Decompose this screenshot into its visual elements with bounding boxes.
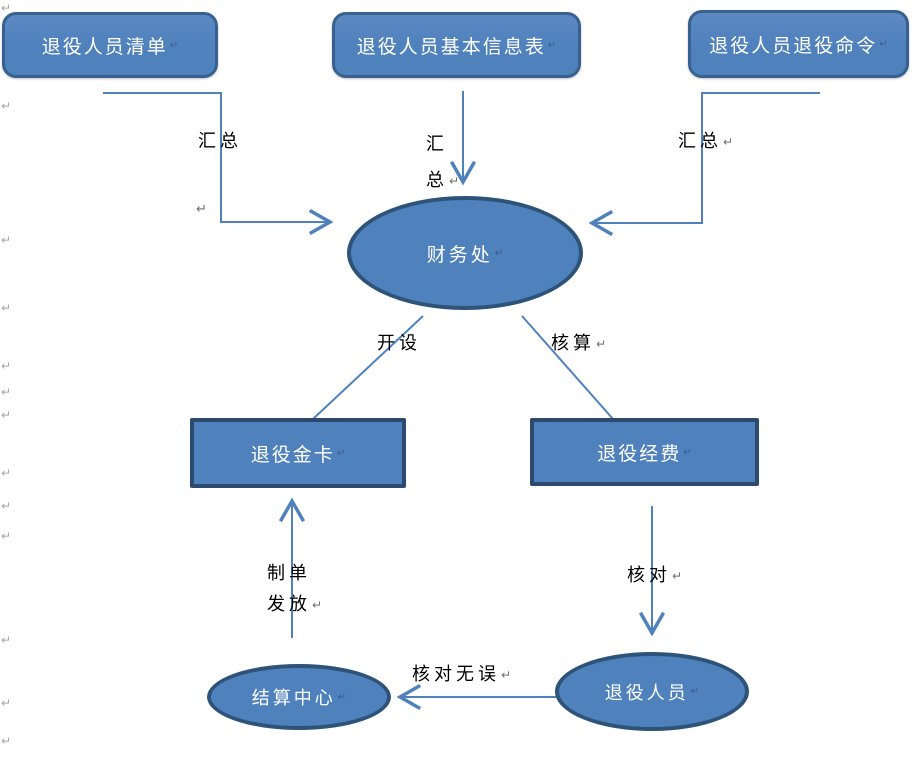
- edge-label-account: 核算↵: [551, 329, 606, 355]
- paragraph-mark: ↵: [312, 598, 323, 612]
- edge-label-text: 汇总: [678, 131, 722, 152]
- paragraph-mark: ↵: [449, 174, 460, 188]
- paragraph-mark: ↵: [1, 301, 12, 315]
- node-retired-order[interactable]: 退役人员退役命令↵: [688, 10, 909, 78]
- paragraph-mark: ↵: [1, 633, 12, 647]
- paragraph-mark: ↵: [1, 734, 12, 748]
- node-retired-info-label: 退役人员基本信息表: [356, 35, 546, 58]
- edge-label-summarize-left: 汇总: [198, 127, 242, 153]
- paragraph-mark: ↵: [879, 38, 888, 50]
- node-finance-dept[interactable]: 财务处↵: [347, 196, 583, 310]
- edge-label-summarize-center: 汇 总↵: [426, 127, 459, 199]
- edge-label-text: 汇总: [198, 131, 242, 152]
- node-retired-personnel[interactable]: 退役人员↵: [555, 652, 749, 731]
- paragraph-mark: ↵: [723, 135, 734, 149]
- edge-label-line2: 发放↵: [267, 589, 322, 621]
- paragraph-mark: ↵: [1, 359, 12, 373]
- node-retired-list[interactable]: 退役人员清单↵: [2, 12, 218, 78]
- paragraph-mark: ↵: [1, 499, 12, 513]
- edge-label-text: 核算: [551, 333, 595, 354]
- paragraph-mark: ↵: [547, 39, 557, 51]
- edge-label-voucher-issue: 制单 发放↵: [267, 558, 322, 621]
- paragraph-mark: ↵: [690, 686, 700, 697]
- paragraph-mark: ↵: [336, 447, 346, 459]
- node-settlement-center[interactable]: 结算中心↵: [207, 664, 391, 730]
- paragraph-mark: ↵: [1, 408, 12, 422]
- paragraph-mark: ↵: [1, 696, 12, 710]
- node-funds[interactable]: 退役经费↵: [530, 418, 759, 486]
- node-gold-card-label: 退役金卡: [250, 443, 335, 466]
- paragraph-mark: ↵: [1, 1, 12, 15]
- paragraph-mark: ↵: [337, 691, 347, 703]
- paragraph-mark: ↵: [501, 668, 512, 682]
- edge-label-text: 汇: [426, 134, 448, 155]
- connector-list-to-finance[interactable]: [103, 92, 330, 222]
- edge-label-text: 核对: [627, 565, 671, 586]
- paragraph-mark: ↵: [1, 233, 12, 247]
- paragraph-mark: ↵: [1, 99, 12, 113]
- paragraph-mark: ↵: [596, 337, 607, 351]
- node-retired-list-label: 退役人员清单: [41, 35, 168, 58]
- paragraph-mark: ↵: [1, 385, 12, 399]
- node-funds-label: 退役经费: [597, 442, 682, 465]
- node-finance-dept-label: 财务处: [426, 243, 493, 266]
- connector-order-to-finance[interactable]: [592, 92, 820, 223]
- paragraph-mark: ↵: [683, 446, 692, 458]
- paragraph-mark: ↵: [169, 39, 179, 51]
- edge-label-text: 发放: [267, 594, 311, 615]
- node-settlement-center-label: 结算中心: [251, 688, 336, 709]
- edge-label-line2: 总↵: [426, 163, 459, 199]
- node-retired-personnel-label: 退役人员: [604, 682, 689, 704]
- connector-finance-to-funds[interactable]: [521, 315, 614, 420]
- edge-label-text: 开设: [377, 333, 421, 354]
- edge-label-open-card: 开设: [377, 329, 421, 355]
- edge-label-verify: 核对↵: [627, 561, 682, 587]
- connector-finance-to-goldcard[interactable]: [312, 315, 424, 420]
- node-gold-card[interactable]: 退役金卡↵: [190, 418, 406, 488]
- edge-label-text: 核对无误: [412, 664, 500, 685]
- edge-label-text: 总: [426, 170, 448, 191]
- paragraph-mark: ↵: [494, 247, 504, 259]
- paragraph-mark: ↵: [672, 569, 683, 583]
- paragraph-mark: ↵: [196, 202, 207, 217]
- edge-label-text: 制单: [267, 563, 311, 584]
- paragraph-mark: ↵: [1, 529, 12, 543]
- node-retired-info[interactable]: 退役人员基本信息表↵: [332, 12, 581, 78]
- edge-label-verify-ok: 核对无误↵: [412, 660, 511, 686]
- node-retired-order-label: 退役人员退役命令: [709, 34, 878, 57]
- edge-label-summarize-right: 汇总↵: [678, 127, 733, 153]
- paragraph-mark: ↵: [1, 466, 12, 480]
